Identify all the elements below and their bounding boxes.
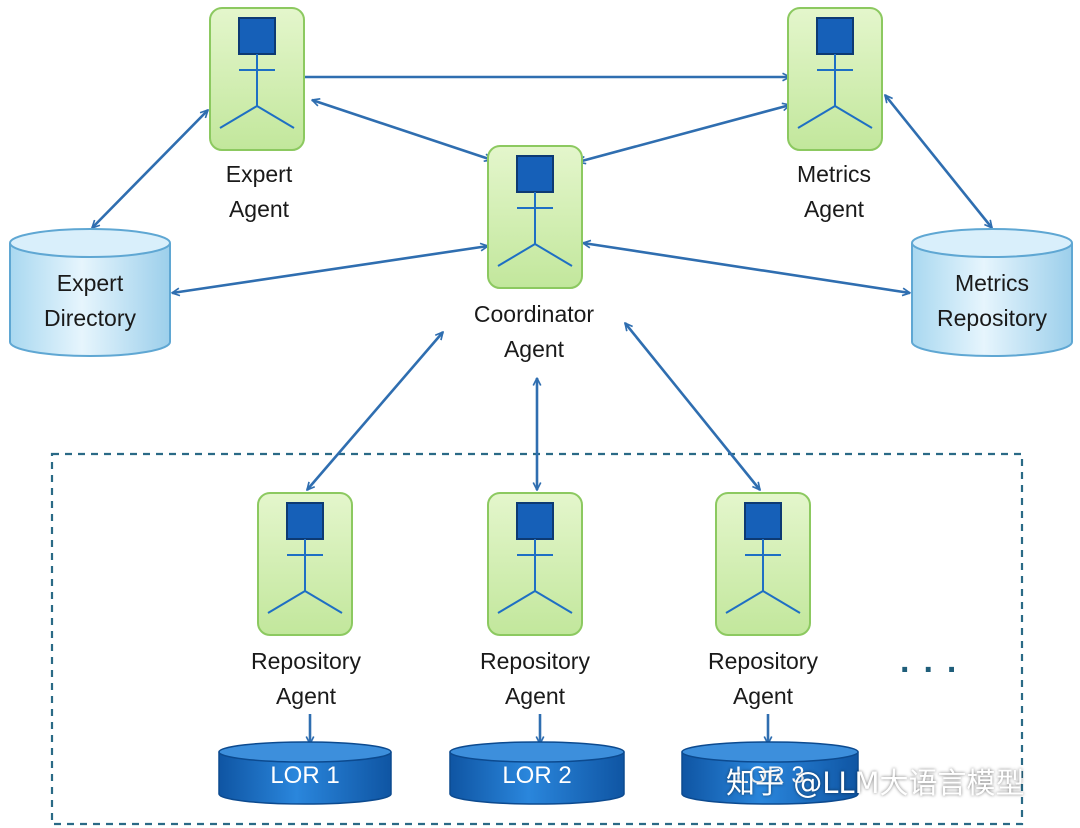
repository-agent-3-label: Repository Agent xyxy=(693,644,833,714)
lor-2-cylinder xyxy=(449,741,625,805)
more-repositories-ellipsis: ... xyxy=(900,642,971,680)
coordinator-agent-label: Coordinator Agent xyxy=(452,297,616,367)
repository-agent-3-label-line2: Agent xyxy=(732,683,794,709)
repository-agent-1-label-line2: Agent xyxy=(275,683,337,709)
expert-directory-label-line1: Expert xyxy=(56,270,124,296)
metrics-repository-cylinder xyxy=(911,228,1073,357)
repository-agent-1-label: Repository Agent xyxy=(236,644,376,714)
repository-agent-3-label-line1: Repository xyxy=(708,648,818,674)
metrics-agent-label: Metrics Agent xyxy=(774,157,894,227)
watermark-text: 知乎 @LLM大语言模型 xyxy=(726,766,1025,800)
expert-agent-label: Expert Agent xyxy=(199,157,319,227)
repository-agent-1-icon xyxy=(257,492,353,636)
metrics-agent-label-line2: Agent xyxy=(803,196,865,222)
expert-agent-label-line1: Expert xyxy=(225,161,293,187)
arrow-coordinator-expert-directory xyxy=(172,246,488,293)
expert-directory-label: Expert Directory xyxy=(15,266,165,336)
repository-agent-1-label-line1: Repository xyxy=(251,648,361,674)
expert-agent-label-line2: Agent xyxy=(228,196,290,222)
metrics-repository-label: Metrics Repository xyxy=(914,266,1070,336)
lor-3-label: LOR 3 xyxy=(735,762,805,789)
metrics-repository-label-line1: Metrics xyxy=(954,270,1030,296)
repository-agent-2-label-line1: Repository xyxy=(480,648,590,674)
repository-agent-3-icon xyxy=(715,492,811,636)
arrow-coordinator-metrics-repository xyxy=(583,243,910,293)
lor-1-cylinder xyxy=(218,741,392,805)
repository-agent-2-label-line2: Agent xyxy=(504,683,566,709)
repository-agent-2-label: Repository Agent xyxy=(465,644,605,714)
arrow-coordinator-repo3 xyxy=(625,323,760,490)
arrow-expert-coordinator xyxy=(312,100,492,160)
coordinator-agent-label-line1: Coordinator xyxy=(473,301,595,327)
lor-3-cylinder xyxy=(681,741,859,805)
expert-agent-icon xyxy=(209,7,305,151)
coordinator-agent-icon xyxy=(487,145,583,289)
arrow-expert-directory xyxy=(92,110,208,228)
expert-directory-cylinder xyxy=(9,228,171,357)
metrics-repository-label-line2: Repository xyxy=(937,305,1047,331)
coordinator-agent-label-line2: Agent xyxy=(503,336,565,362)
lor-1-label: LOR 1 xyxy=(270,762,340,789)
metrics-agent-label-line1: Metrics xyxy=(796,161,872,187)
arrow-coordinator-repo1 xyxy=(307,332,443,490)
lor-2-label: LOR 2 xyxy=(502,762,572,789)
arrow-metrics-repository xyxy=(885,95,992,228)
expert-directory-label-line2: Directory xyxy=(43,305,136,331)
connectors xyxy=(92,77,992,744)
metrics-agent-icon xyxy=(787,7,883,151)
arrow-metrics-coordinator xyxy=(578,105,790,162)
repository-agent-2-icon xyxy=(487,492,583,636)
